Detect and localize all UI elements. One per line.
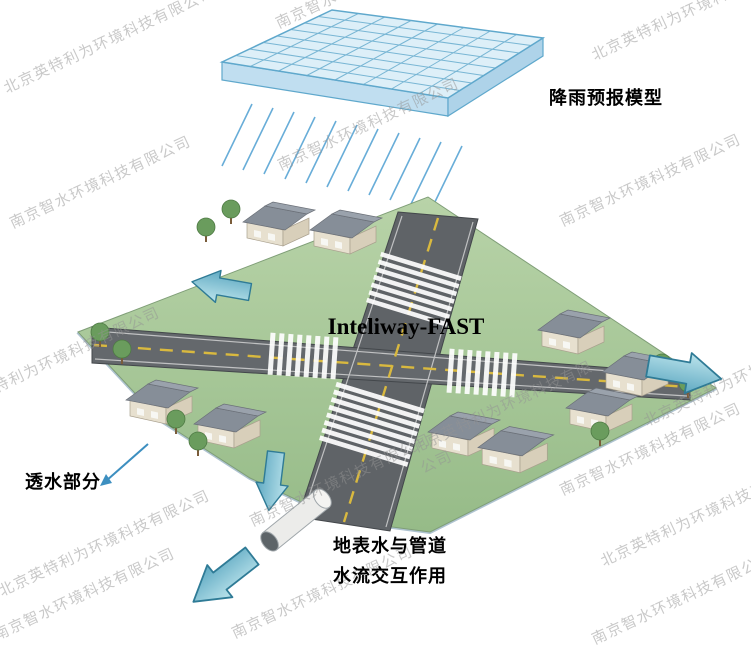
drain-pipe bbox=[260, 488, 332, 552]
permeable-callout-arrow bbox=[100, 443, 149, 486]
road-edge-lines bbox=[94, 215, 688, 528]
center-title-label: Inteliway-FAST bbox=[327, 314, 485, 339]
house bbox=[242, 201, 316, 247]
pipe-opening bbox=[260, 531, 279, 552]
flow-arrows bbox=[100, 265, 726, 619]
tree bbox=[188, 431, 208, 457]
interaction-label-line2: 水流交互作用 bbox=[333, 565, 447, 586]
mesh-grid-lines bbox=[235, 13, 532, 94]
tree bbox=[196, 217, 216, 243]
rain-model-label: 降雨预报模型 bbox=[549, 88, 663, 108]
outflow-arrow-bottom-left bbox=[179, 539, 266, 619]
road-east-west bbox=[91, 326, 691, 401]
crosswalks bbox=[267, 251, 518, 467]
rain-model-box bbox=[219, 9, 546, 118]
crosswalk-south bbox=[319, 381, 425, 467]
crosswalk-west bbox=[267, 332, 339, 380]
rain-lines bbox=[221, 103, 463, 209]
crosswalk-east bbox=[446, 348, 518, 398]
lane-marking-ew bbox=[93, 343, 689, 389]
interaction-label: 地表水与管道 水流交互作用 bbox=[295, 532, 485, 591]
tree bbox=[221, 199, 241, 225]
interaction-label-line1: 地表水与管道 bbox=[333, 536, 447, 556]
permeable-label: 透水部分 bbox=[25, 472, 101, 492]
crosswalk-north bbox=[366, 251, 462, 327]
